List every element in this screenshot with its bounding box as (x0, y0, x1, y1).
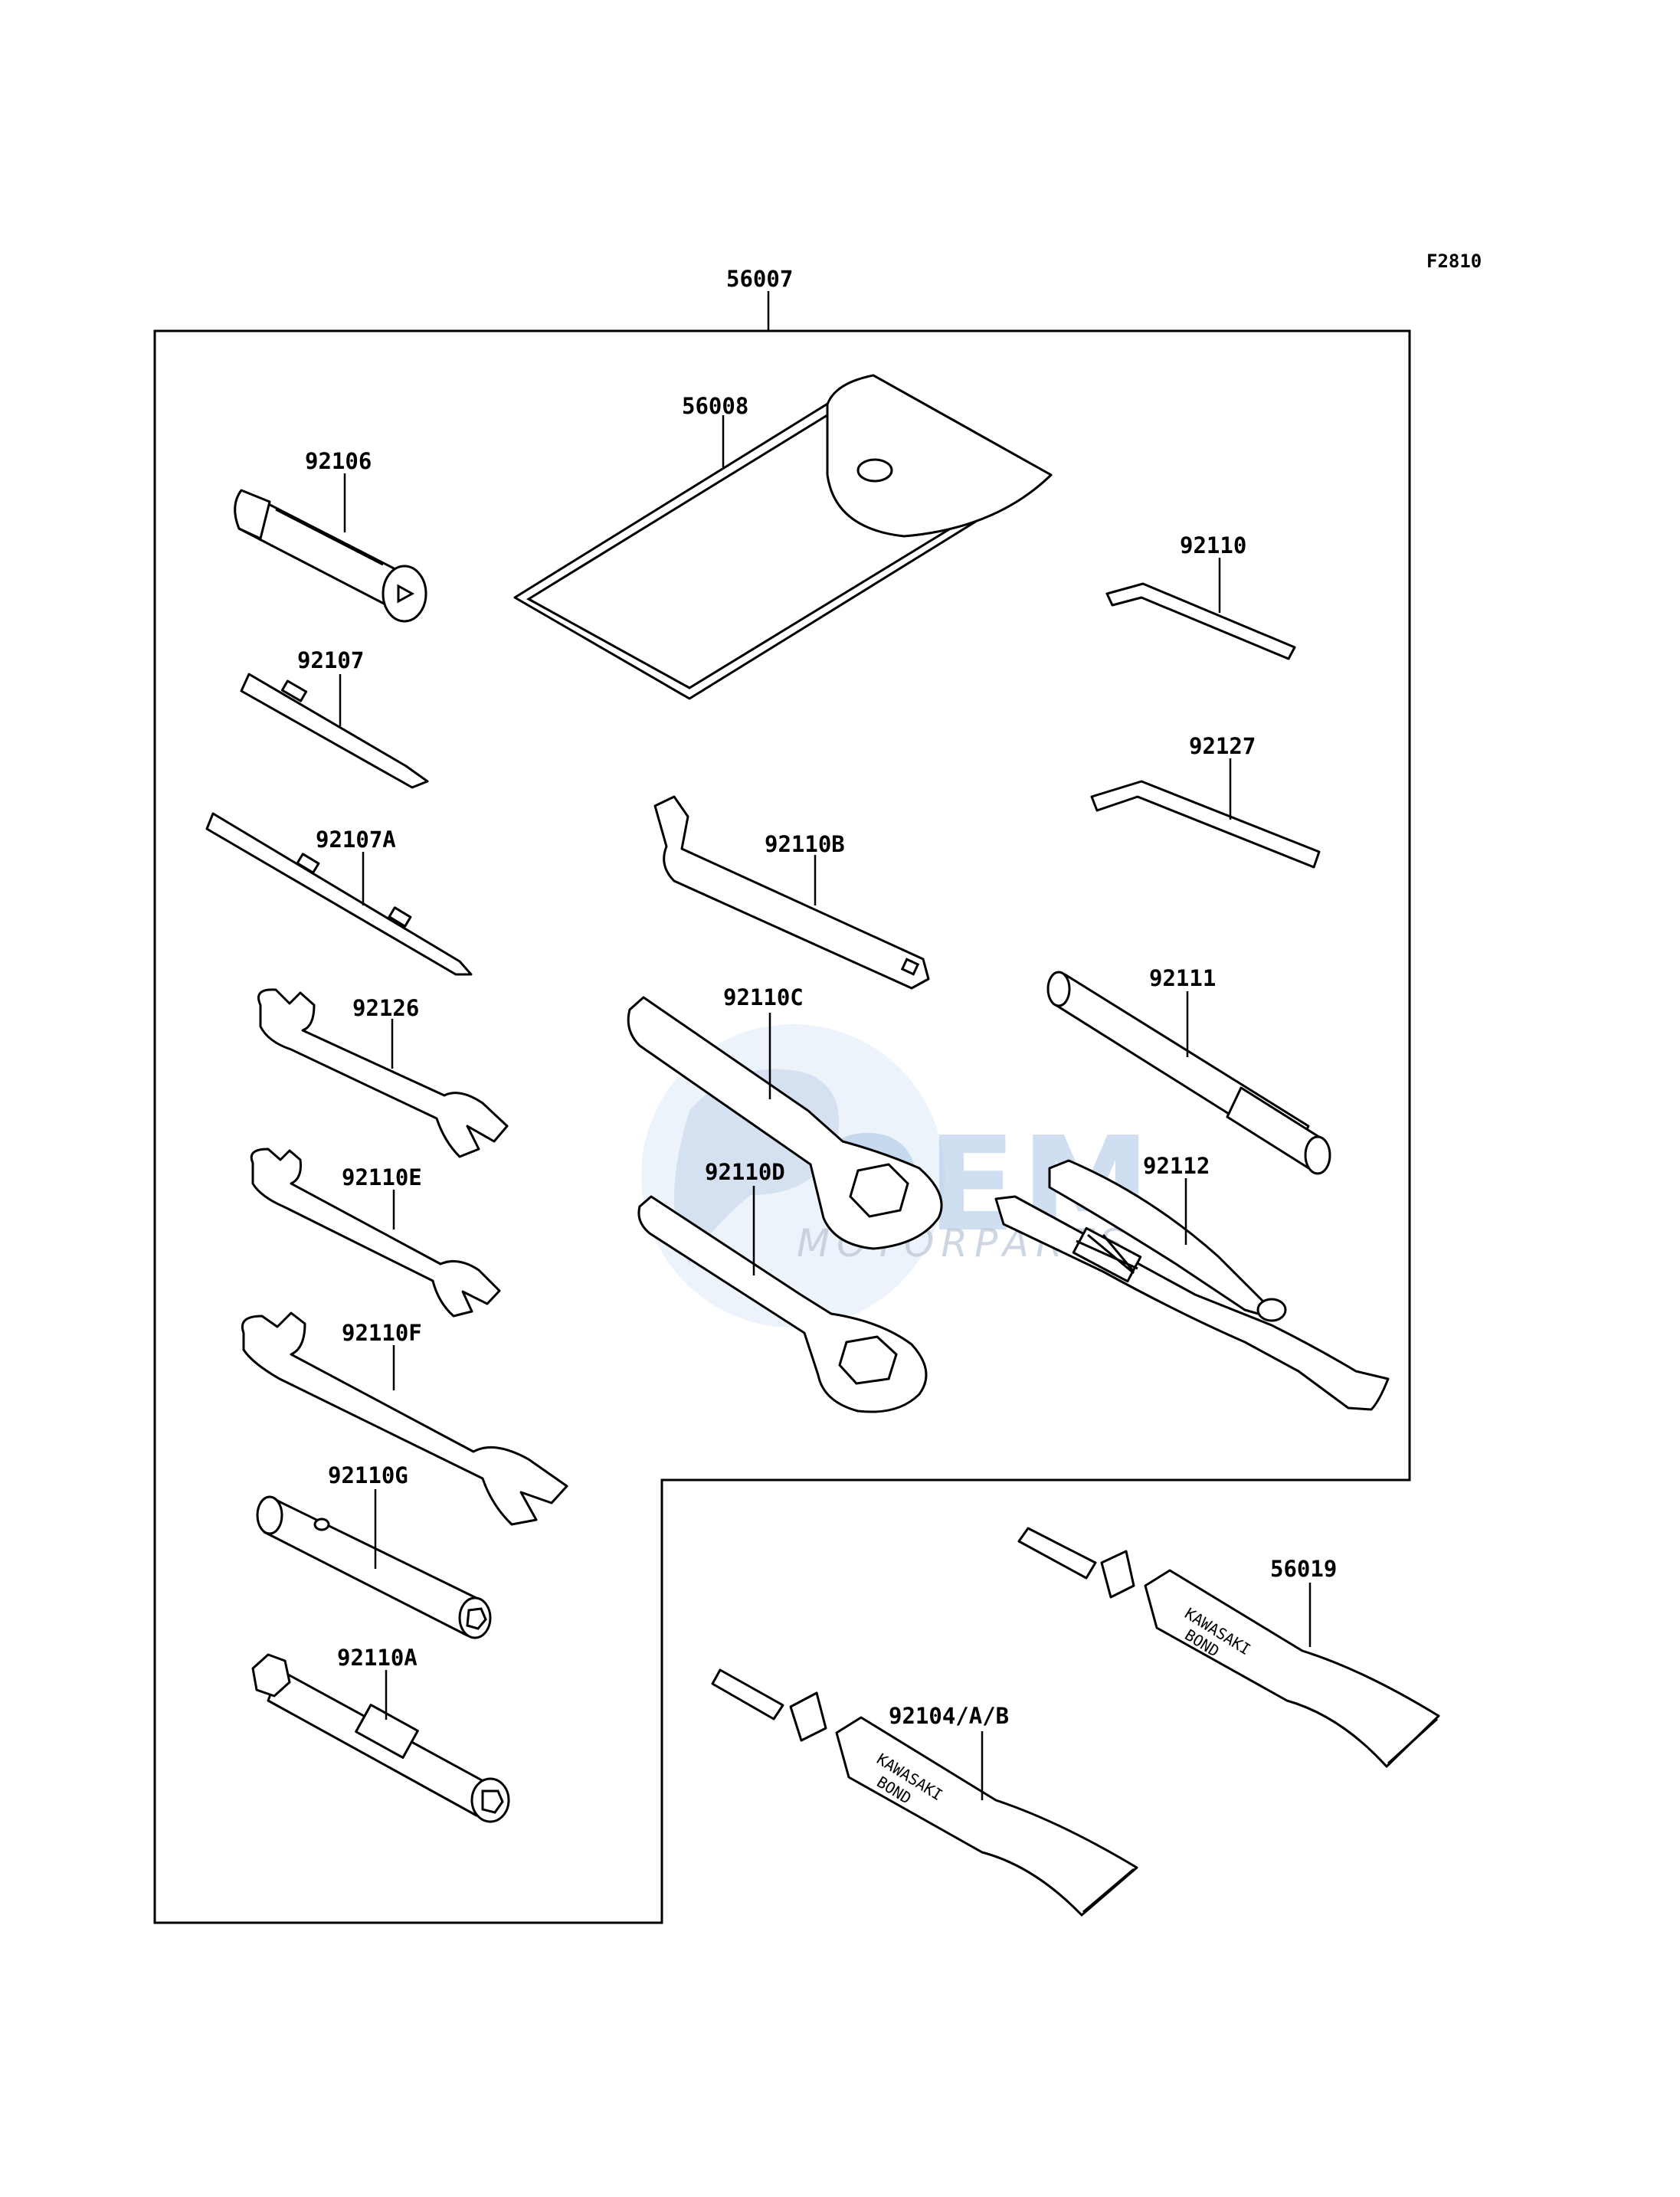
label-92107A: 92107A (316, 827, 396, 853)
label-92110: 92110 (1180, 532, 1246, 558)
label-92106: 92106 (305, 448, 372, 474)
part-92111[interactable]: 92111 (1046, 965, 1331, 1175)
part-92110C[interactable]: 92110C (627, 984, 943, 1250)
part-92110E[interactable]: 92110E (250, 1148, 501, 1318)
part-92112[interactable]: 92112 (994, 1153, 1390, 1411)
label-92112: 92112 (1143, 1153, 1210, 1179)
part-92127[interactable]: 92127 (1090, 733, 1321, 869)
label-56008: 56008 (682, 393, 748, 419)
label-92110E: 92110E (342, 1164, 422, 1190)
label-92110B: 92110B (765, 831, 845, 857)
part-56007[interactable]: 56007 (153, 266, 1411, 1924)
part-92110A[interactable]: 92110A (251, 1645, 510, 1823)
part-92110B[interactable]: 92110B (653, 795, 930, 990)
part-56019[interactable]: KAWASAKI BOND 56019 (1017, 1527, 1440, 1768)
label-92110F: 92110F (342, 1320, 422, 1346)
part-92107A[interactable]: 92107A (205, 812, 473, 976)
part-92106[interactable]: 92106 (234, 448, 427, 623)
part-92110F[interactable]: 92110F (241, 1311, 568, 1526)
label-56019: 56019 (1270, 1556, 1337, 1582)
label-92107: 92107 (297, 647, 364, 673)
label-92126: 92126 (352, 995, 419, 1021)
label-92110D: 92110D (705, 1159, 785, 1185)
label-92110C: 92110C (723, 984, 804, 1010)
label-92110A: 92110A (337, 1645, 418, 1671)
part-92126[interactable]: 92126 (257, 988, 509, 1158)
label-92111: 92111 (1149, 965, 1216, 991)
part-92110[interactable]: 92110 (1105, 532, 1296, 660)
part-92107[interactable]: 92107 (240, 647, 429, 789)
label-56007: 56007 (726, 266, 793, 292)
part-92110D[interactable]: 92110D (637, 1159, 928, 1413)
part-56008[interactable]: 56008 (513, 374, 1053, 700)
figure-code: F2810 (1426, 250, 1482, 272)
label-92127: 92127 (1189, 733, 1256, 759)
part-92110G[interactable]: 92110G (256, 1462, 492, 1639)
label-92110G: 92110G (328, 1462, 408, 1488)
part-92104-a-b[interactable]: KAWASAKI BOND 92104/A/B (711, 1668, 1138, 1917)
label-92104-a-b: 92104/A/B (889, 1703, 1009, 1729)
